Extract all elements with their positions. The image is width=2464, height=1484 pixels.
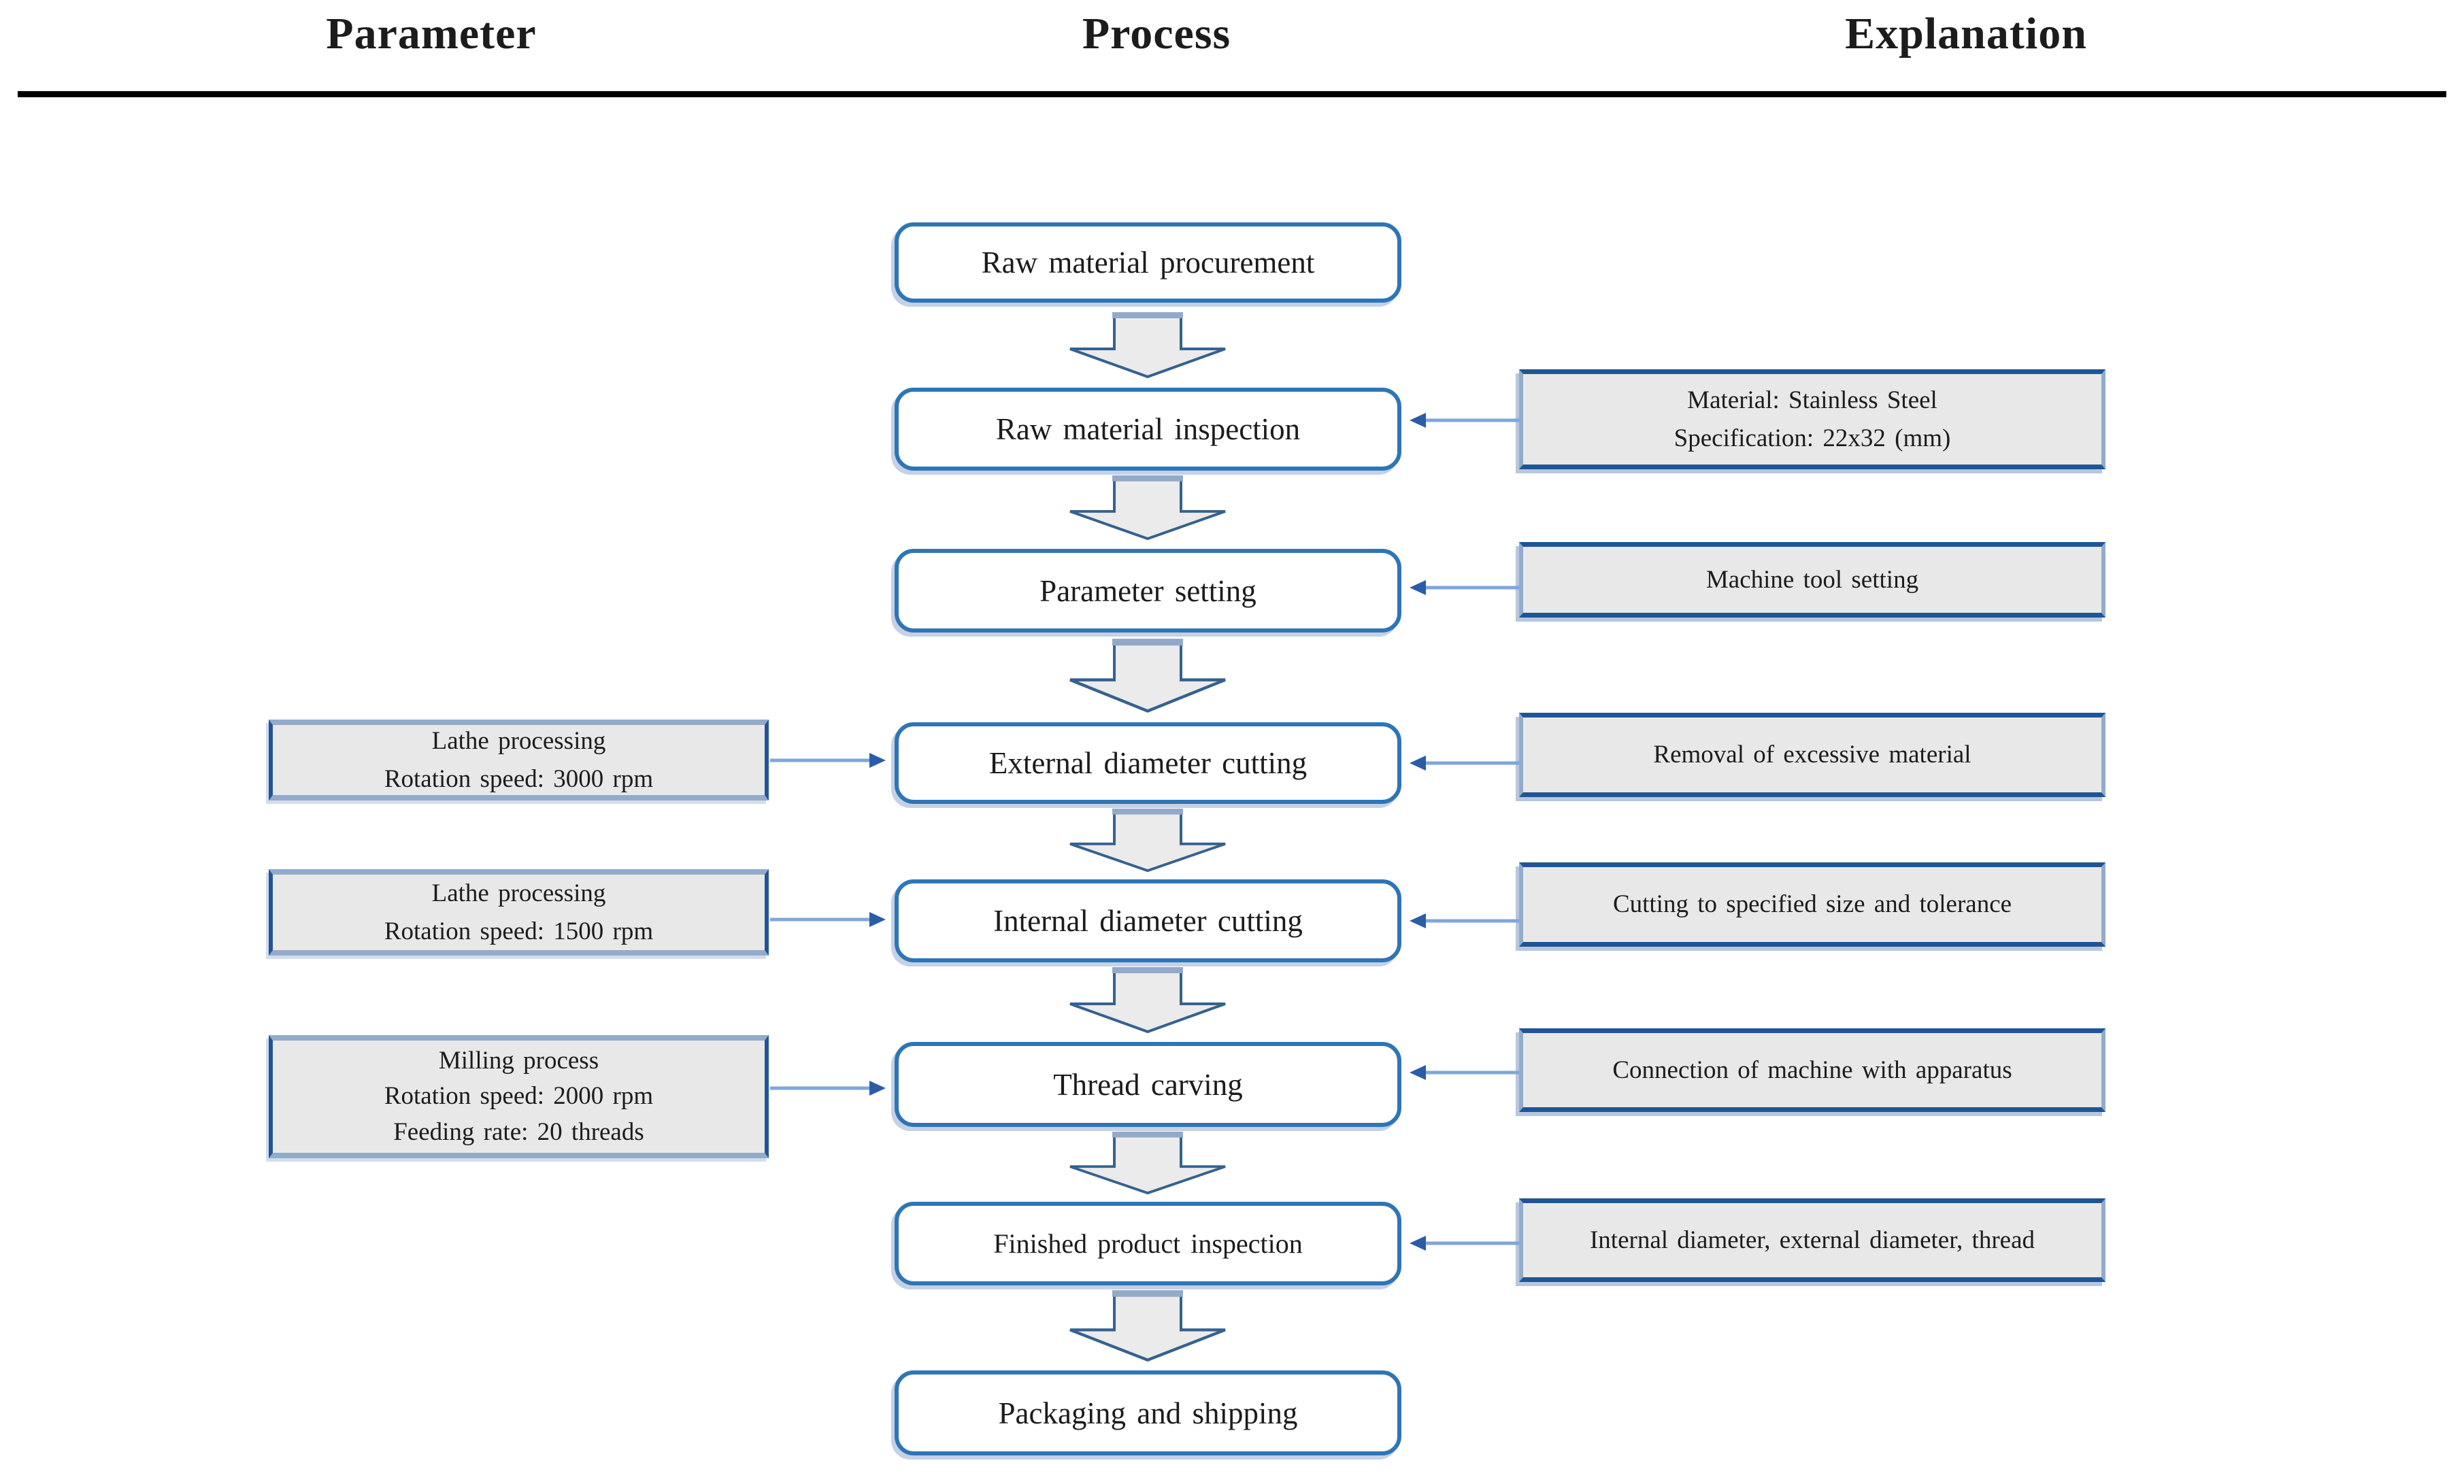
connector-left-arrow-icon: [1408, 1060, 1519, 1085]
column-header-process: Process: [1082, 9, 1231, 58]
parameter-line: Rotation speed: 1500 rpm: [384, 917, 654, 945]
connector-left-arrow-icon: [1408, 1231, 1519, 1255]
flow-down-arrow-icon: [1066, 966, 1229, 1034]
explanation-box-removal-material: Removal of excessive material: [1519, 713, 2105, 797]
explanation-line: Removal of excessive material: [1653, 741, 1971, 769]
connector-right-arrow-icon: [770, 748, 887, 773]
flow-down-arrow-icon: [1066, 475, 1229, 541]
connector-left-arrow-icon: [1408, 909, 1519, 933]
process-step-raw-material-procurement: Raw material procurement: [895, 222, 1401, 303]
process-step-finished-product-inspection: Finished product inspection: [895, 1202, 1401, 1285]
parameter-box-lathe-3000: Lathe processing Rotation speed: 3000 rp…: [269, 720, 769, 800]
explanation-line: Specification: 22x32 (mm): [1674, 424, 1951, 452]
flow-down-arrow-icon: [1066, 311, 1229, 380]
parameter-box-lathe-1500: Lathe processing Rotation speed: 1500 rp…: [269, 869, 769, 956]
column-header-parameter: Parameter: [326, 9, 537, 58]
process-step-packaging-and-shipping: Packaging and shipping: [895, 1370, 1401, 1455]
flow-down-arrow-icon: [1066, 808, 1229, 873]
explanation-box-material-spec: Material: Stainless Steel Specification:…: [1519, 369, 2105, 469]
parameter-line: Rotation speed: 3000 rpm: [384, 764, 654, 793]
process-step-label: Packaging and shipping: [998, 1396, 1298, 1430]
explanation-box-inspection-items: Internal diameter, external diameter, th…: [1519, 1198, 2105, 1282]
process-step-label: External diameter cutting: [988, 746, 1308, 780]
process-step-raw-material-inspection: Raw material inspection: [895, 388, 1401, 471]
connector-left-arrow-icon: [1408, 575, 1519, 600]
process-step-label: Raw material procurement: [981, 246, 1315, 280]
parameter-line: Lathe processing: [431, 727, 606, 755]
parameter-box-milling: Milling process Rotation speed: 2000 rpm…: [269, 1035, 769, 1158]
process-step-label: Thread carving: [1053, 1067, 1243, 1102]
flow-down-arrow-icon: [1066, 1131, 1229, 1196]
explanation-line: Connection of machine with apparatus: [1612, 1056, 2012, 1084]
explanation-box-cutting-tolerance: Cutting to specified size and tolerance: [1519, 862, 2105, 947]
process-step-label: Raw material inspection: [995, 412, 1301, 446]
explanation-box-machine-tool-setting: Machine tool setting: [1519, 542, 2105, 618]
explanation-line: Machine tool setting: [1705, 565, 1919, 594]
parameter-line: Lathe processing: [431, 879, 606, 907]
column-header-explanation: Explanation: [1845, 9, 2087, 58]
parameter-line: Milling process: [438, 1046, 599, 1075]
process-step-external-diameter-cutting: External diameter cutting: [895, 722, 1401, 804]
connector-left-arrow-icon: [1408, 751, 1519, 775]
process-step-label: Finished product inspection: [993, 1228, 1303, 1259]
connector-right-arrow-icon: [770, 907, 887, 932]
flow-down-arrow-icon: [1066, 1289, 1229, 1363]
process-step-thread-carving: Thread carving: [895, 1042, 1401, 1127]
flow-down-arrow-icon: [1066, 638, 1229, 714]
process-step-internal-diameter-cutting: Internal diameter cutting: [895, 879, 1401, 962]
explanation-line: Cutting to specified size and tolerance: [1612, 890, 2012, 919]
parameter-line: Feeding rate: 20 threads: [393, 1117, 644, 1146]
explanation-line: Internal diameter, external diameter, th…: [1589, 1226, 2035, 1254]
process-step-parameter-setting: Parameter setting: [895, 549, 1401, 633]
process-step-label: Parameter setting: [1039, 573, 1256, 608]
parameter-line: Rotation speed: 2000 rpm: [384, 1082, 654, 1111]
process-step-label: Internal diameter cutting: [993, 904, 1303, 938]
explanation-line: Material: Stainless Steel: [1687, 386, 1937, 414]
explanation-box-connection-apparatus: Connection of machine with apparatus: [1519, 1028, 2105, 1112]
connector-left-arrow-icon: [1408, 408, 1519, 433]
header-rule: [18, 91, 2446, 97]
connector-right-arrow-icon: [770, 1076, 887, 1100]
